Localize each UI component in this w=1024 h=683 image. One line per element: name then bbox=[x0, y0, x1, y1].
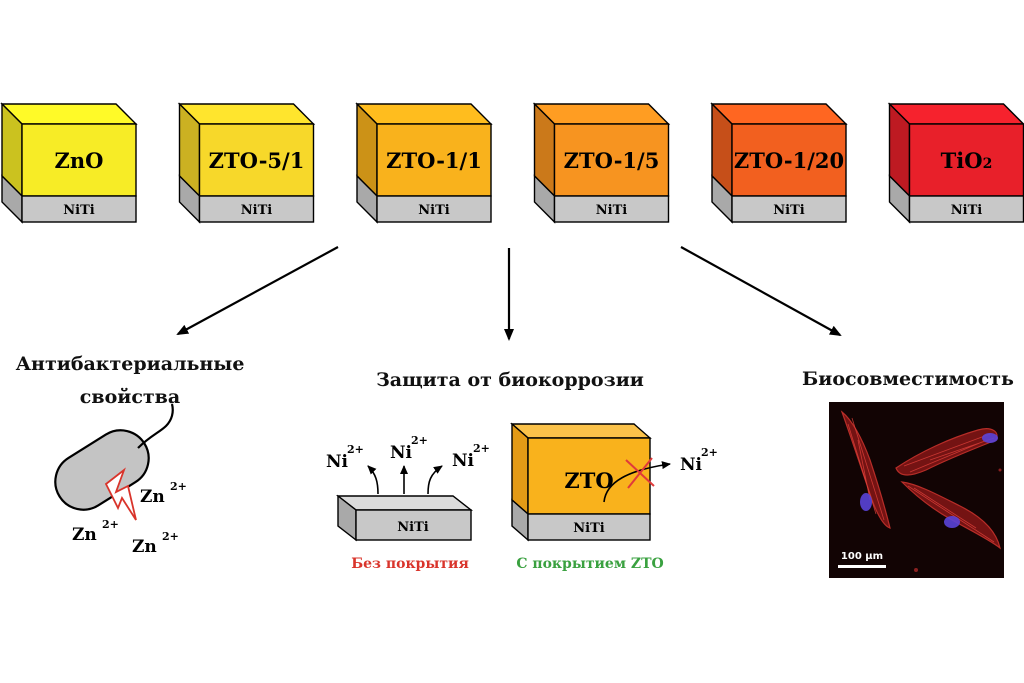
sample-substrate-face bbox=[731, 195, 847, 223]
svg-text:2+: 2+ bbox=[162, 530, 179, 543]
sample-coating-label: ZTO-1/20 bbox=[734, 148, 844, 173]
blocked-ni-arrow bbox=[603, 461, 671, 503]
uncoated-substrate-label: NiTi bbox=[397, 520, 428, 535]
svg-text:2+: 2+ bbox=[473, 442, 490, 455]
sample-substrate-label: NiTi bbox=[241, 203, 272, 218]
sample-coating-label-main: ZTO-5/1 bbox=[209, 148, 305, 173]
sample-block: ZnO NiTi bbox=[0, 102, 138, 224]
svg-text:2+: 2+ bbox=[170, 480, 187, 493]
zn-ion-2: Zn 2+ bbox=[72, 518, 119, 545]
uncoated-niti-slab bbox=[335, 494, 474, 542]
sample-substrate-face bbox=[553, 195, 670, 223]
biocompat-section: Биосовместимость 100 μm bbox=[802, 368, 1014, 578]
sample-coating-label-main: ZTO-1/1 bbox=[386, 148, 482, 173]
sample-top-face bbox=[177, 103, 316, 125]
svg-text:Zn: Zn bbox=[140, 487, 165, 507]
sample-substrate-face bbox=[21, 195, 137, 223]
svg-text:2+: 2+ bbox=[102, 518, 119, 531]
svg-text:Ni: Ni bbox=[326, 452, 349, 472]
sample-substrate-label: NiTi bbox=[773, 203, 804, 218]
svg-text:2+: 2+ bbox=[701, 446, 718, 459]
zn-ion-3: Zn 2+ bbox=[132, 530, 179, 557]
sample-coating-face bbox=[21, 123, 137, 197]
corrosion-title: Защита от биокоррозии bbox=[376, 369, 644, 391]
samples-row: ZnONiTiZTO-5/1NiTiZTO-1/1NiTiZTO-1/5NiTi… bbox=[0, 102, 1024, 224]
antibacterial-title-line1: Антибактериальные bbox=[16, 353, 245, 375]
svg-text:Ni: Ni bbox=[680, 455, 703, 475]
lightning-icon bbox=[104, 467, 137, 521]
svg-text:2+: 2+ bbox=[411, 434, 428, 447]
ni-release-arrows bbox=[367, 465, 443, 495]
ni-ion-right: Ni 2+ bbox=[452, 442, 490, 471]
flow-arrows bbox=[176, 246, 842, 341]
coated-layer-label: ZTO bbox=[564, 468, 613, 493]
ni-ion-blocked: Ni 2+ bbox=[680, 446, 718, 475]
svg-text:Ni: Ni bbox=[390, 443, 413, 463]
sample-coating-label: ZTO-1/5 bbox=[564, 148, 660, 173]
coated-zto-block bbox=[510, 422, 652, 542]
sample-coating-label: ZnO bbox=[55, 148, 104, 173]
svg-text:Zn: Zn bbox=[132, 537, 157, 557]
coated-substrate-label: NiTi bbox=[573, 521, 604, 536]
scale-bar bbox=[838, 565, 886, 568]
svg-text:Ni: Ni bbox=[452, 451, 475, 471]
sample-coating-label: ZTO-1/1 bbox=[386, 148, 482, 173]
sample-substrate-label: NiTi bbox=[63, 203, 94, 218]
sample-coating-label: ZTO-5/1 bbox=[209, 148, 305, 173]
sample-top-face bbox=[532, 103, 671, 125]
sample-top-face bbox=[355, 103, 493, 125]
sample-substrate-label: NiTi bbox=[951, 203, 982, 218]
sample-substrate-face bbox=[376, 195, 492, 223]
sample-coating-label-subscript: 2 bbox=[983, 156, 993, 172]
sample-substrate-label: NiTi bbox=[418, 203, 449, 218]
scale-bar-label: 100 μm bbox=[841, 551, 883, 562]
svg-text:Zn: Zn bbox=[72, 525, 97, 545]
ni-ion-left: Ni 2+ bbox=[326, 443, 364, 472]
blocked-cross-icon bbox=[625, 457, 655, 489]
uncoated-caption: Без покрытия bbox=[351, 556, 469, 572]
sample-coating-label-main: ZnO bbox=[55, 148, 104, 173]
antibacterial-title-line2: свойства bbox=[80, 386, 180, 408]
sample-substrate-face bbox=[198, 195, 315, 223]
cell-micrograph: 100 μm bbox=[829, 402, 1004, 578]
antibacterial-section: Антибактериальные свойства Zn 2+ Zn 2+ Z… bbox=[16, 353, 245, 557]
sample-substrate-label: NiTi bbox=[596, 203, 627, 218]
sample-top-face bbox=[0, 103, 138, 125]
sample-top-face bbox=[710, 103, 848, 125]
arrow-to-antibacterial bbox=[176, 246, 339, 335]
sample-top-face bbox=[887, 103, 1024, 125]
arrow-to-biocompat bbox=[680, 246, 842, 336]
zn-ion-1: Zn 2+ bbox=[140, 480, 187, 507]
sample-coating-face bbox=[908, 123, 1024, 197]
sample-coating-label-main: ZTO-1/5 bbox=[564, 148, 660, 173]
coated-caption: С покрытием ZTO bbox=[516, 556, 663, 572]
ni-ion-center: Ni 2+ bbox=[390, 434, 428, 463]
sample-coating-label: TiO2 bbox=[941, 148, 993, 173]
corrosion-section: Защита от биокоррозии NiTi Ni 2+ Ni 2+ N… bbox=[326, 369, 718, 572]
svg-text:2+: 2+ bbox=[347, 443, 364, 456]
sample-coating-label-main: TiO bbox=[941, 148, 983, 173]
biocompat-title: Биосовместимость bbox=[802, 368, 1014, 390]
sample-coating-label-main: ZTO-1/20 bbox=[734, 148, 844, 173]
